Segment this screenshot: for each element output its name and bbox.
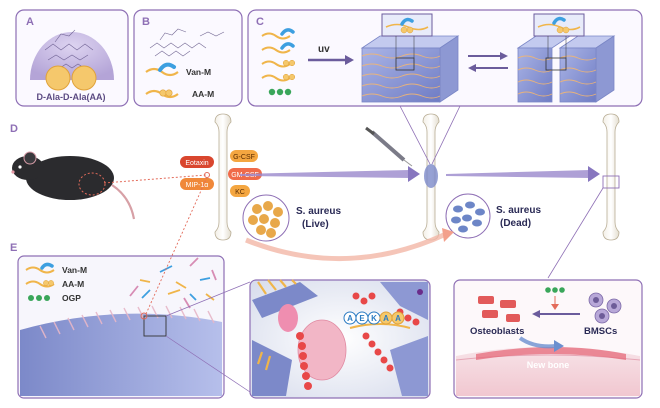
live-bacteria-status: (Live)	[302, 219, 329, 230]
mouse-to-bone-line	[103, 174, 207, 184]
crosslink-zoom-intact	[381, 13, 433, 37]
panel-b-letter: B	[142, 16, 150, 28]
crosslink-zoom-split	[533, 13, 585, 37]
bmsc-cells	[588, 292, 622, 324]
mouse-illustration	[11, 151, 136, 220]
hydrogel-implant	[424, 164, 438, 188]
cytokine-kc	[230, 185, 250, 197]
uv-label: uv	[318, 44, 330, 55]
bmscs-label: BMSCs	[584, 326, 617, 337]
tissue-layer	[456, 347, 640, 396]
zoom-leader-f	[547, 187, 604, 279]
panel-e-letter: E	[10, 242, 17, 254]
dead-bacteria-cluster	[451, 201, 485, 233]
svg-text:K: K	[371, 314, 377, 323]
bone-forming-arrow	[518, 336, 557, 349]
femur-healed	[602, 113, 620, 241]
femur-treated	[422, 113, 440, 241]
panel-bone-regeneration: Osteoblasts BMSCs New bone	[453, 279, 643, 399]
fibre-bundles	[252, 282, 428, 396]
svg-text:A: A	[395, 314, 401, 323]
hydrogel-cube-intact	[360, 35, 460, 103]
peptide-sequence: A E K A A	[343, 311, 405, 325]
molecule-skeleton	[44, 29, 94, 69]
legend-aa-label: AA-M	[62, 279, 84, 289]
pink-protein-small	[278, 304, 298, 332]
rod-bristles	[256, 279, 297, 371]
dead-bacteria-status: (Dead)	[500, 218, 531, 229]
svg-text:A: A	[383, 314, 389, 323]
svg-text:A: A	[347, 314, 353, 323]
dotted-link	[145, 174, 209, 315]
osteoblasts-label: Osteoblasts	[470, 326, 524, 337]
panel-c: C uv	[247, 9, 643, 107]
pink-protein	[297, 319, 347, 381]
peptide-backbone	[349, 323, 411, 329]
van-m-icon	[145, 67, 179, 77]
panel-a-letter: A	[26, 16, 34, 28]
panel-d: D Eotaxin G-CSF GM-CSF MIP-1α KC	[10, 105, 620, 279]
live-bacteria-label: S. aureus	[296, 206, 341, 217]
live-bacteria-cluster	[248, 201, 283, 238]
aa-residue-left	[45, 65, 71, 91]
svg-text:MIP-1α: MIP-1α	[186, 182, 209, 189]
femur-infected	[214, 113, 232, 241]
panel-b: B Van-M AA-M	[133, 9, 243, 107]
legend-van-icon	[25, 266, 55, 274]
legend-ogp-icon	[28, 295, 34, 301]
panel-b-legend-aa: AA-M	[192, 89, 214, 99]
panel-d-letter: D	[10, 123, 18, 135]
svg-text:E: E	[359, 314, 365, 323]
legend-van-label: Van-M	[62, 265, 87, 275]
zoom-square	[143, 315, 167, 337]
new-bone-label: New bone	[527, 360, 570, 370]
surface-fibres	[39, 305, 215, 339]
treatment-arrow	[240, 170, 410, 178]
panel-c-letter: C	[256, 16, 264, 28]
molecular-zoom-panel: A E K A A	[249, 279, 431, 399]
van-m-structure	[149, 28, 225, 57]
panel-a: A D-Ala-D-Ala(AA)	[15, 9, 129, 107]
svg-text:KC: KC	[235, 189, 245, 196]
legend-aa-icon	[25, 280, 55, 288]
osteoblast-cells	[478, 296, 520, 322]
new-bone-band	[476, 347, 626, 360]
syringe-icon	[365, 126, 413, 167]
legend-ogp-label: OGP	[62, 293, 81, 303]
cytokine-eotaxin	[180, 156, 214, 168]
panel-a-caption: D-Ala-D-Ala(AA)	[37, 92, 106, 102]
ogp-drops	[545, 287, 565, 310]
healing-arrow	[446, 170, 590, 178]
svg-text:Eotaxin: Eotaxin	[185, 160, 208, 167]
monomer-list	[261, 28, 296, 96]
aa-residue-right	[71, 65, 97, 91]
svg-text:G-CSF: G-CSF	[233, 154, 255, 161]
panel-b-legend-van: Van-M	[186, 67, 211, 77]
hydrogel-surface	[20, 313, 222, 396]
panel-e: E Van-M AA-M	[10, 174, 251, 399]
cytokine-g-csf	[230, 150, 258, 162]
curved-arrow	[245, 231, 448, 262]
dead-bacteria-label: S. aureus	[496, 205, 541, 216]
zoom-leader-c	[399, 105, 431, 165]
hydrogel-cube-split	[516, 35, 616, 103]
